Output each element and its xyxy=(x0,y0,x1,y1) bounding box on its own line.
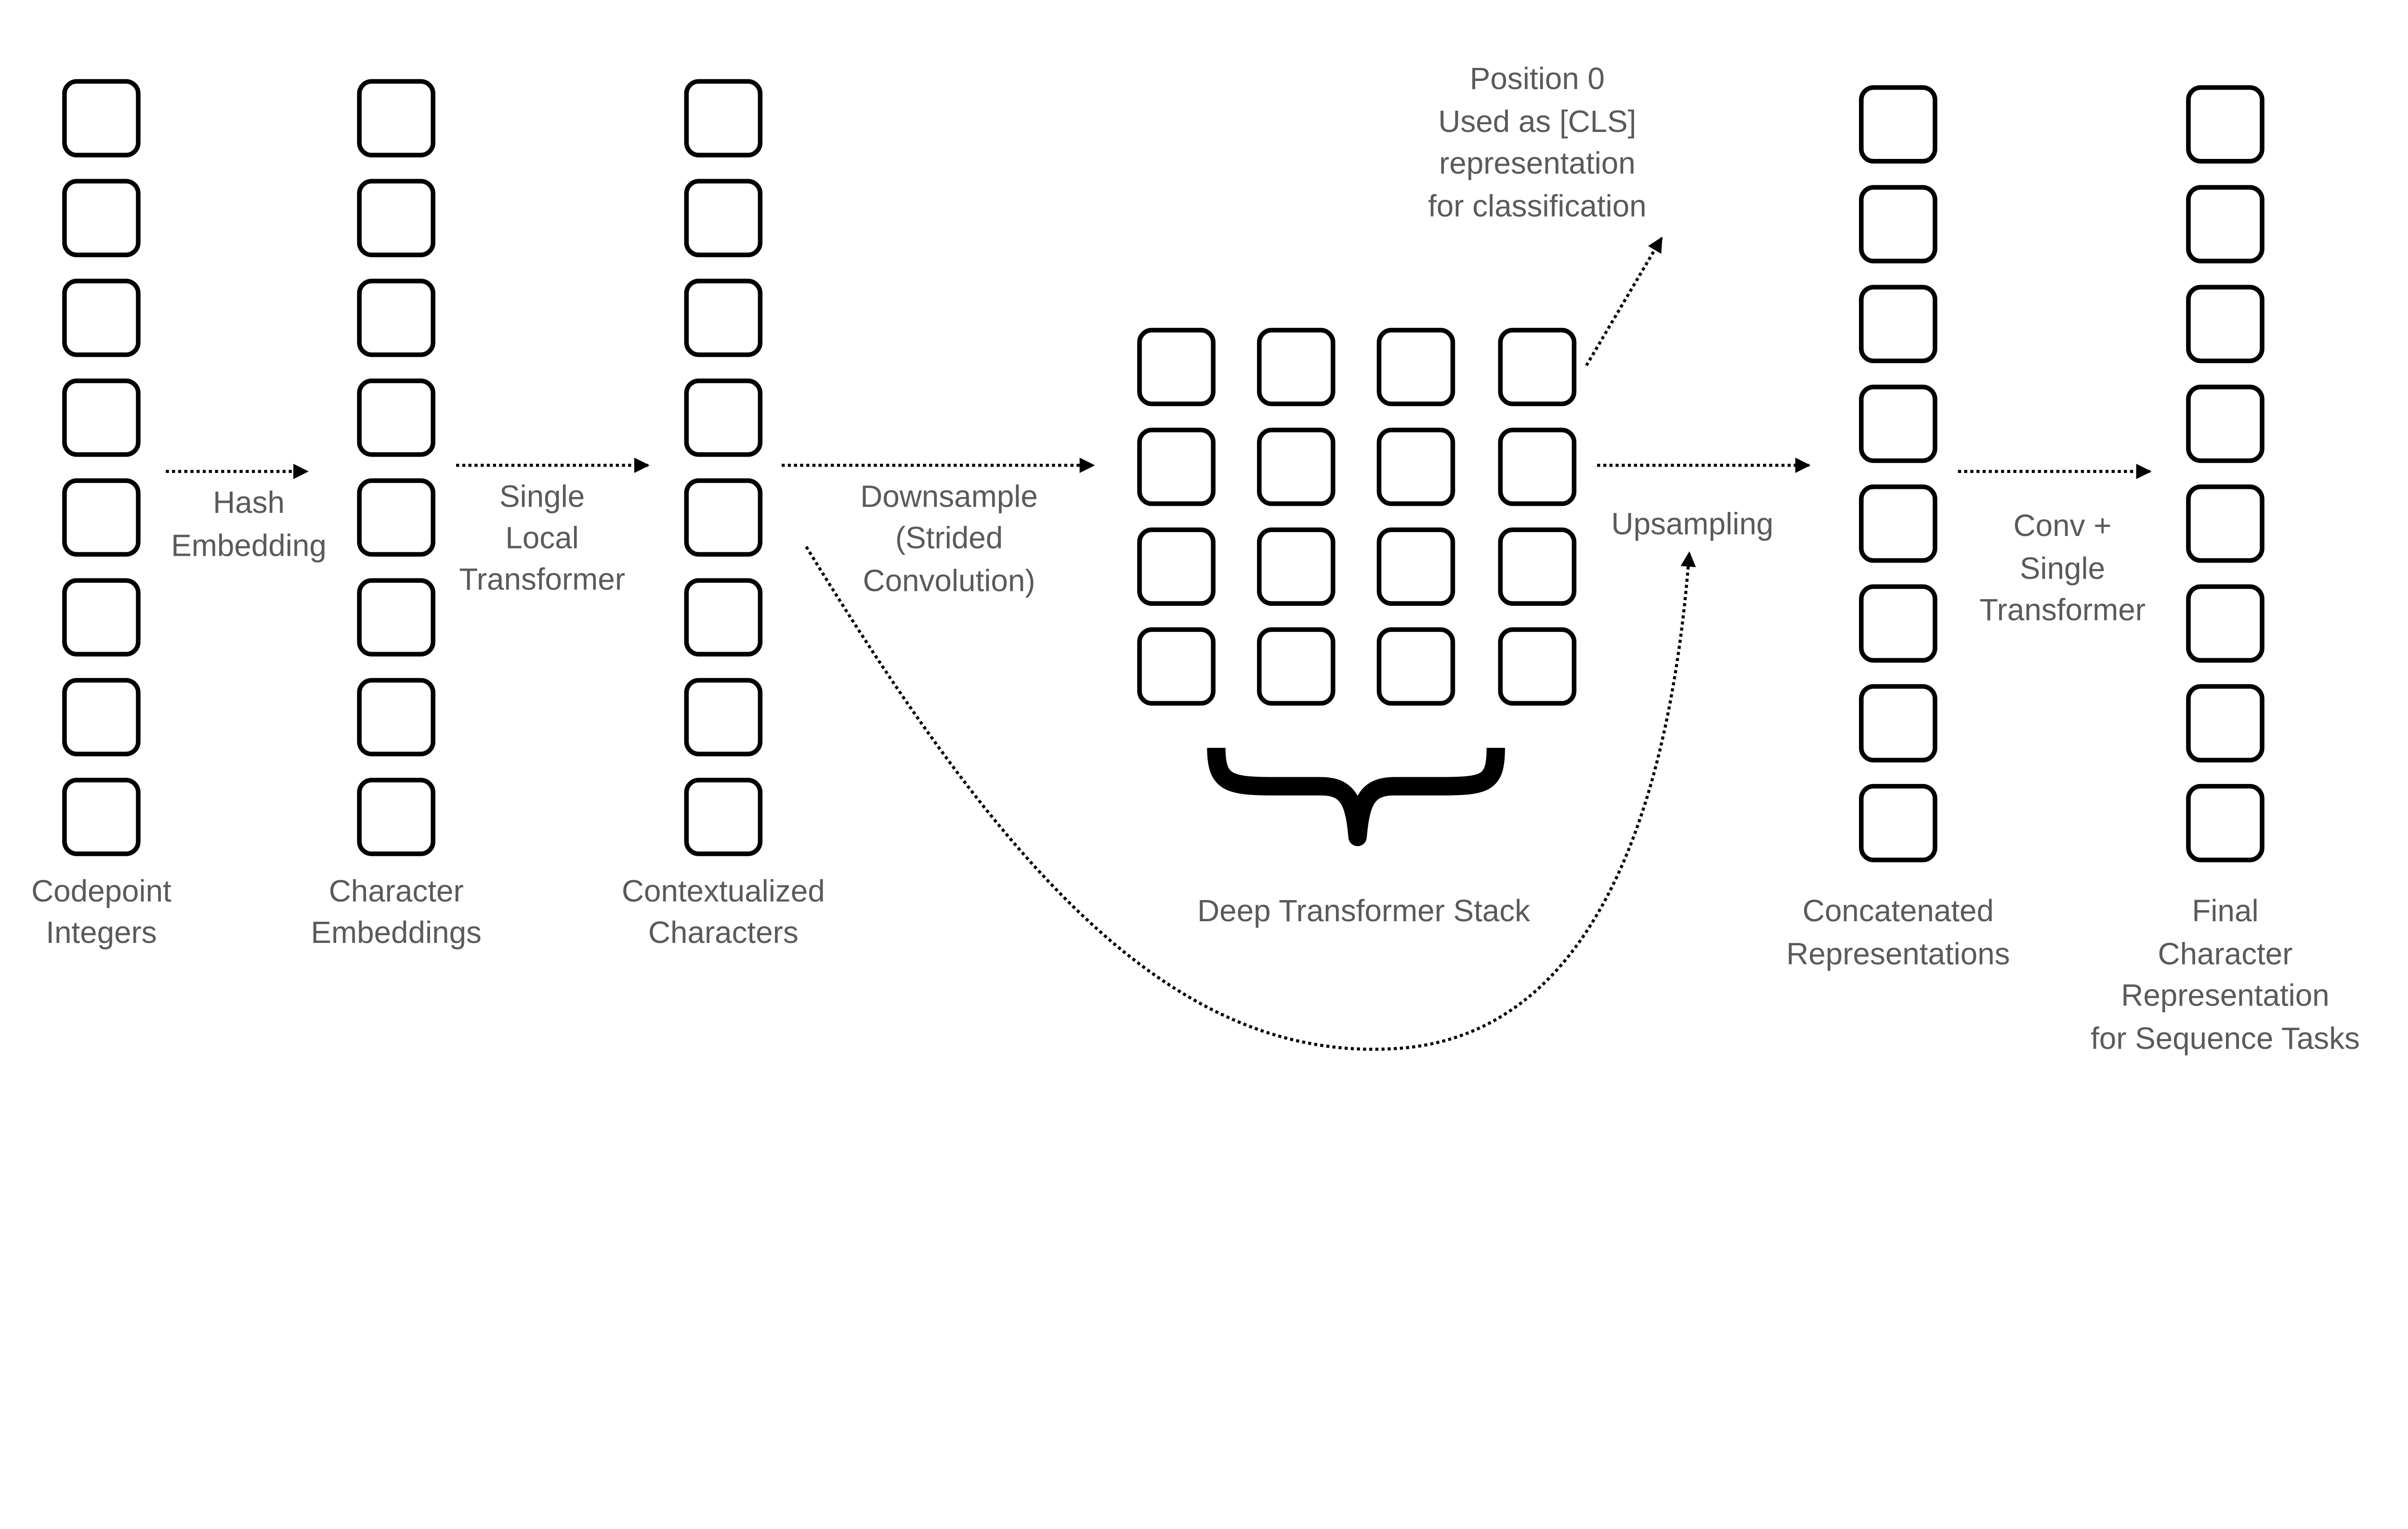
deep-stack-box xyxy=(1376,527,1455,606)
concat-box xyxy=(1859,484,1937,563)
char-emb-box xyxy=(357,278,436,357)
codepoint-label: Codepoint xyxy=(31,874,171,908)
char-emb-label: Embeddings xyxy=(311,915,481,950)
conv-label: Transformer xyxy=(1979,592,2146,627)
contextual-box xyxy=(684,678,763,757)
final-label: Final xyxy=(2192,893,2258,928)
char-emb-box xyxy=(357,578,436,657)
deep-stack-box xyxy=(1376,627,1455,706)
contextual-box xyxy=(684,179,763,258)
contextual-label: Contextualized xyxy=(622,874,825,908)
box-groups xyxy=(62,79,2264,863)
deep-stack-box xyxy=(1137,327,1216,406)
downsample-label: Convolution) xyxy=(863,563,1035,598)
char-emb-box xyxy=(357,478,436,557)
char-emb-box xyxy=(357,79,436,157)
concat-box xyxy=(1859,185,1937,263)
final-box xyxy=(2186,285,2264,364)
concat-box xyxy=(1859,285,1937,364)
local-label: Local xyxy=(505,520,578,555)
final-box xyxy=(2186,584,2264,663)
downsample-label: Downsample xyxy=(860,479,1038,513)
deep-stack-box xyxy=(1257,428,1335,506)
canine-architecture-diagram: Hash Embedding Single Local Transformer … xyxy=(31,61,2360,1056)
deep-stack-box xyxy=(1137,428,1216,506)
codepoint-box xyxy=(62,578,141,657)
concat-label: Representations xyxy=(1786,937,2010,971)
final-box xyxy=(2186,484,2264,563)
char-emb-label: Character xyxy=(329,874,464,908)
contextual-box xyxy=(684,578,763,657)
char-emb-box xyxy=(357,778,436,856)
concat-box xyxy=(1859,584,1937,663)
conv-label: Single xyxy=(2020,551,2105,586)
residual-skip-arrow xyxy=(805,546,1696,1051)
contextual-box xyxy=(684,278,763,357)
char-emb-box xyxy=(357,379,436,457)
deep-stack-box xyxy=(1257,527,1335,606)
contextual-label: Characters xyxy=(648,915,798,950)
final-label: Character xyxy=(2158,937,2293,971)
hash-label: Embedding xyxy=(171,528,327,562)
final-box xyxy=(2186,384,2264,463)
final-label: Representation xyxy=(2121,978,2329,1013)
contextual-box xyxy=(684,778,763,856)
final-box xyxy=(2186,684,2264,763)
deep-stack-box xyxy=(1137,627,1216,706)
concat-box xyxy=(1859,384,1937,463)
concat-label: Concatenated xyxy=(1803,893,1994,928)
final-label: for Sequence Tasks xyxy=(2091,1021,2360,1056)
downsample-label: (Strided xyxy=(895,520,1003,555)
final-box xyxy=(2186,85,2264,164)
contextual-box xyxy=(684,379,763,457)
final-box xyxy=(2186,784,2264,863)
deep-stack-box xyxy=(1257,627,1335,706)
deep-stack-box xyxy=(1498,527,1577,606)
upsample-label: Upsampling xyxy=(1611,507,1774,541)
char-emb-box xyxy=(357,179,436,258)
contextual-box xyxy=(684,79,763,157)
codepoint-box xyxy=(62,278,141,357)
hash-label: Hash xyxy=(213,485,285,520)
codepoint-box xyxy=(62,778,141,856)
contextual-box xyxy=(684,478,763,557)
cls-note: Used as [CLS] xyxy=(1438,104,1636,139)
deep-stack-box xyxy=(1498,428,1577,506)
cls-note: representation xyxy=(1439,145,1636,180)
deep-stack-box xyxy=(1257,327,1335,406)
char-emb-box xyxy=(357,678,436,757)
codepoint-box xyxy=(62,179,141,258)
brace-icon xyxy=(1207,747,1505,847)
deep-stack-box xyxy=(1137,527,1216,606)
cls-note: Position 0 xyxy=(1470,61,1605,96)
concat-box xyxy=(1859,684,1937,763)
local-label: Single xyxy=(499,479,585,513)
local-label: Transformer xyxy=(459,562,625,596)
deep-stack-box xyxy=(1376,428,1455,506)
codepoint-box xyxy=(62,678,141,757)
deep-stack-box xyxy=(1498,327,1577,406)
codepoint-box xyxy=(62,379,141,457)
deep-stack-box xyxy=(1376,327,1455,406)
deep-stack-box xyxy=(1498,627,1577,706)
codepoint-box xyxy=(62,478,141,557)
codepoint-box xyxy=(62,79,141,157)
final-box xyxy=(2186,185,2264,263)
cls-note: for classification xyxy=(1428,189,1647,223)
concat-box xyxy=(1859,784,1937,863)
cls-arrow xyxy=(1585,236,1663,366)
deep-stack-label: Deep Transformer Stack xyxy=(1197,893,1530,928)
conv-label: Conv + xyxy=(2014,508,2112,543)
codepoint-label: Integers xyxy=(46,915,157,950)
concat-box xyxy=(1859,85,1937,164)
